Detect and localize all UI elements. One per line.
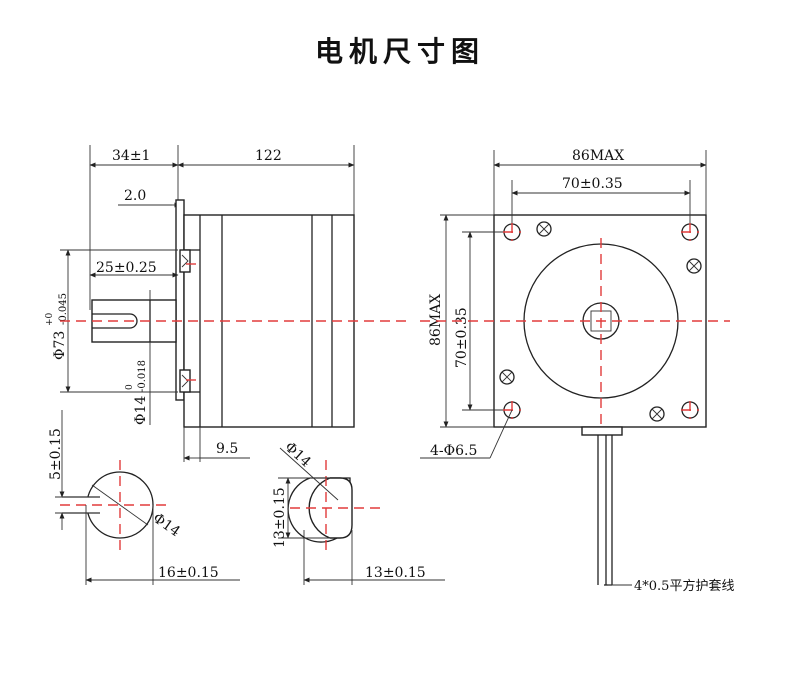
dim-9-5: 9.5 xyxy=(216,441,238,457)
dim-25: 25±0.25 xyxy=(96,260,157,276)
dim-122: 122 xyxy=(255,148,282,164)
dim-2-0: 2.0 xyxy=(124,188,146,204)
dim-phi14-b: Φ14 xyxy=(281,439,314,471)
dim-phi14-shaft: Φ14 xyxy=(133,396,149,425)
dim-phi14-a: Φ14 xyxy=(150,510,183,540)
dim-13-vert: 13±0.15 xyxy=(272,487,288,548)
dim-phi73-tol-upper: +0 xyxy=(45,312,55,326)
drawing-title: 电机尺寸图 xyxy=(314,35,485,68)
dim-key-width: 5±0.15 xyxy=(48,428,64,480)
shaft-section-b: Φ14 13±0.15 13±0.15 xyxy=(272,439,445,585)
dim-34: 34±1 xyxy=(112,148,150,164)
dim-mount-holes: 4-Φ6.5 xyxy=(430,443,477,459)
dim-phi73-main: Φ73 xyxy=(52,331,68,360)
screw-icon xyxy=(499,221,702,422)
cable-outlet xyxy=(581,426,623,436)
dim-phi73: Φ73 xyxy=(52,331,68,360)
shaft-section-a: 5±0.15 Φ14 16±0.15 xyxy=(48,410,240,585)
front-view: 86MAX 70±0.35 86MAX 70±0.35 xyxy=(420,148,734,594)
dim-phi73-tol-lower: -0.045 xyxy=(58,293,69,325)
dim-86max-top: 86MAX xyxy=(572,148,624,164)
dim-70-left: 70±0.35 xyxy=(454,307,470,368)
dim-70-top: 70±0.35 xyxy=(562,176,623,192)
side-view: 34±1 122 2.0 25±0.25 Φ73 xyxy=(45,145,410,462)
dim-phi14-tol-lower: -0.018 xyxy=(137,360,148,392)
dim-13-horiz: 13±0.15 xyxy=(365,565,426,581)
dim-16: 16±0.15 xyxy=(158,565,219,581)
cable-note: 4*0.5平方护套线 xyxy=(634,578,734,594)
dim-86max-left: 86MAX xyxy=(428,294,444,346)
dim-phi14-tol-upper: 0 xyxy=(125,384,135,390)
